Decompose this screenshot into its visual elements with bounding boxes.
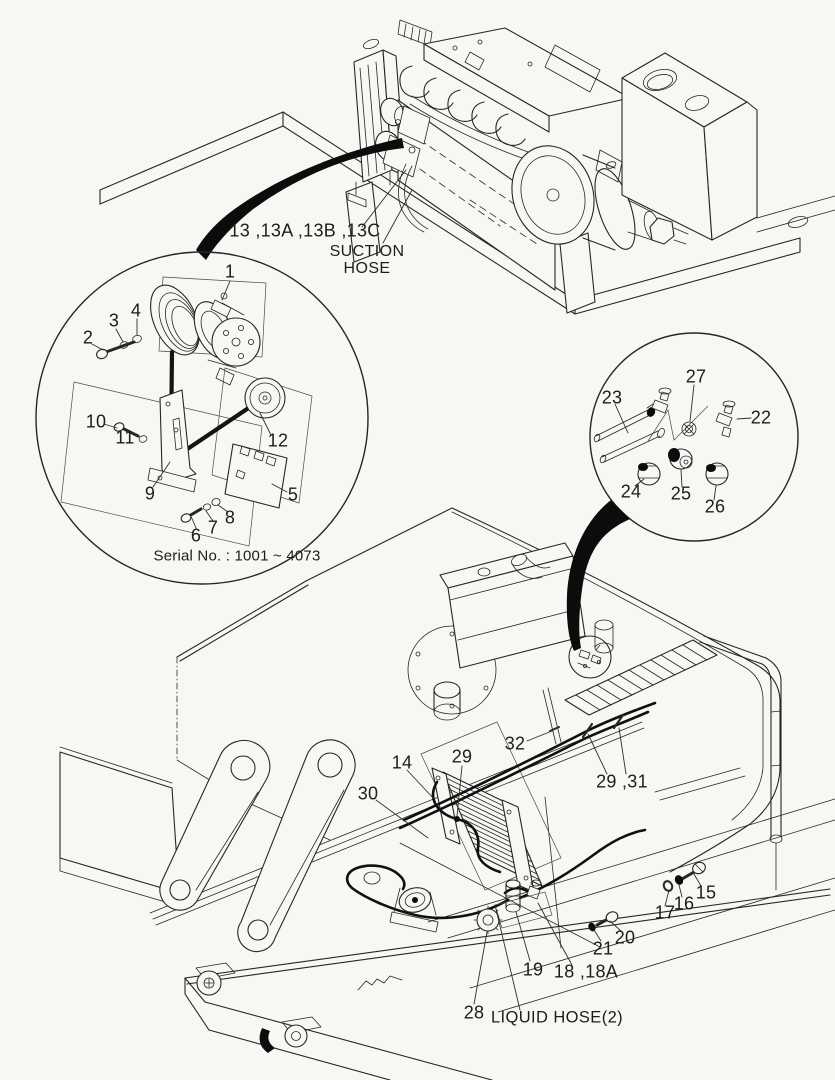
loader-arm-illustration (59, 739, 356, 953)
callout-11: 11 (115, 427, 135, 448)
engine-assembly-illustration (99, 19, 835, 315)
callout-8: 8 (224, 507, 236, 528)
callout-2: 2 (82, 327, 94, 348)
callout-26: 26 (704, 496, 726, 517)
callout-12: 12 (267, 430, 289, 451)
callout-13-group: 13 ,13A ,13B ,13C (229, 220, 381, 241)
pointer-swoosh-fittings (566, 500, 630, 651)
callout-32: 32 (504, 733, 526, 754)
suction-hose-line2: HOSE (343, 260, 391, 277)
callout-20: 20 (614, 927, 636, 948)
callout-6: 6 (190, 525, 202, 546)
callout-30: 30 (357, 783, 379, 804)
callout-15: 15 (695, 882, 717, 903)
callout-3: 3 (108, 310, 120, 331)
detail-circle-fittings (589, 332, 799, 542)
callout-17: 17 (654, 902, 676, 923)
callout-29: 29 (451, 746, 473, 767)
machine-body-illustration (176, 507, 783, 891)
suction-hose-line1: SUCTION (329, 243, 405, 261)
callout-18-group: 18 ,18A (553, 961, 619, 982)
detail-circle-compressor (35, 251, 369, 585)
callout-10: 10 (85, 411, 107, 432)
callout-4: 4 (130, 300, 142, 321)
callout-23: 23 (601, 387, 623, 408)
callout-29-31-group: 29 ,31 (596, 771, 648, 792)
callout-5: 5 (287, 484, 299, 505)
serial-number-note: Serial No. : 1001 ~ 4073 (153, 547, 321, 565)
callout-25: 25 (670, 483, 692, 504)
callout-21: 21 (592, 938, 614, 959)
callout-28: 28 (463, 1002, 485, 1023)
callout-24: 24 (620, 481, 642, 502)
pointer-swoosh-compressor (196, 138, 404, 260)
callout-9: 9 (144, 483, 156, 504)
chassis-plate-illustration (184, 796, 835, 1080)
callout-22: 22 (750, 407, 772, 428)
suction-hose-annotation: SUCTION HOSE (329, 243, 405, 278)
tube-runs (149, 715, 645, 926)
callout-19: 19 (522, 959, 544, 980)
liquid-hose-annotation: LIQUID HOSE(2) (490, 1008, 624, 1027)
callout-1: 1 (224, 261, 236, 282)
callout-14: 14 (391, 752, 413, 773)
callout-7: 7 (207, 517, 219, 538)
callout-16: 16 (673, 893, 695, 914)
condenser-and-hoses (345, 701, 706, 935)
callout-leader-lines (91, 169, 752, 1011)
callout-27: 27 (685, 366, 707, 387)
